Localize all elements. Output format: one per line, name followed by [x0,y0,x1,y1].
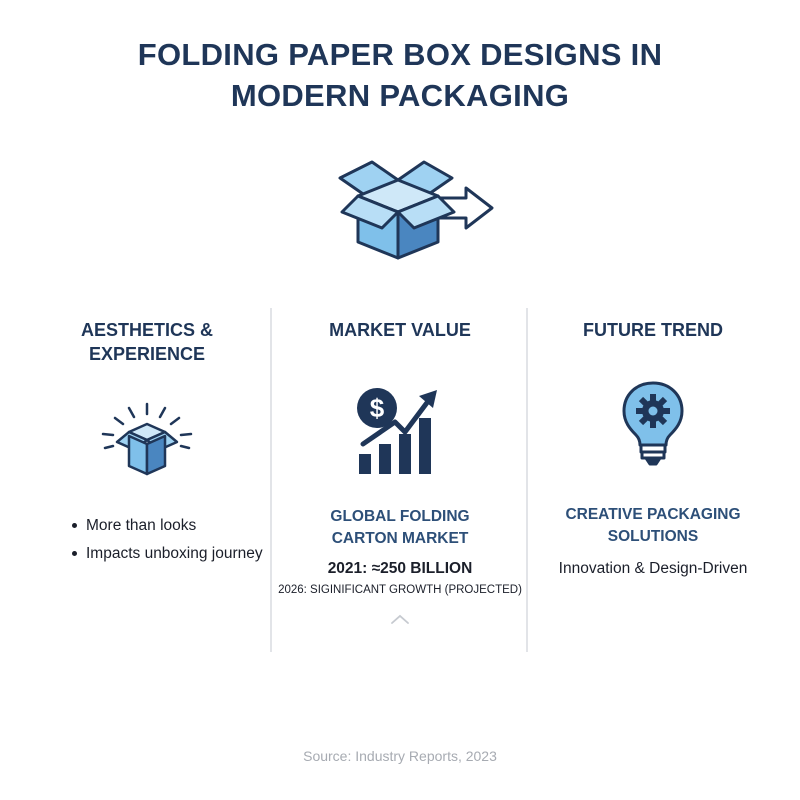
title-line-1: FOLDING PAPER BOX DESIGNS IN [137,37,663,72]
column-future-trend: FUTURE TREND CREATIVE PACKAGING SOLUTION… [528,318,778,580]
list-item: Impacts unboxing journey [72,540,272,568]
column-aesthetics: AESTHETICS & EXPERIENCE More than looks … [22,318,272,568]
open-box-arrow-icon [338,160,494,260]
lightbulb-gear-icon [622,381,684,466]
aesthetics-heading-line-1: AESTHETICS & [80,320,213,340]
market-heading: MARKET VALUE [329,320,471,340]
column-divider-left [270,308,272,652]
future-heading: FUTURE TREND [583,320,723,340]
aesthetics-heading-line-2: EXPERIENCE [88,344,206,364]
future-subheading: CREATIVE PACKAGING SOLUTIONS [528,504,778,548]
future-description: Innovation & Design-Driven [558,560,748,577]
page-title: FOLDING PAPER BOX DESIGNS IN MODERN PACK… [0,34,800,116]
source-note: Source: Industry Reports, 2023 [303,748,497,764]
market-subheading: GLOBAL FOLDING CARTON MARKET [275,506,525,550]
future-subheading-line-2: SOLUTIONS [607,528,699,545]
chevron-up-icon [391,614,409,624]
market-value-2021: 2021: ≈250 BILLION [327,560,473,577]
column-market-value: MARKET VALUE $ GLOBAL FOLDING CARTON MAR… [275,318,525,624]
list-item: More than looks [72,512,272,540]
svg-text:$: $ [370,393,385,423]
future-subheading-line-1: CREATIVE PACKAGING [565,506,741,523]
sparkling-box-icon [101,402,193,476]
dollar-growth-chart-icon: $ [357,388,437,474]
market-subheading-line-2: CARTON MARKET [331,530,469,547]
market-value-2026: 2026: SIGINIFICANT GROWTH (PROJECTED) [278,584,522,596]
column-divider-right [526,308,528,652]
aesthetics-bullets: More than looks Impacts unboxing journey [72,512,272,568]
market-subheading-line-1: GLOBAL FOLDING [330,508,470,525]
title-line-2: MODERN PACKAGING [230,78,570,113]
aesthetics-heading: AESTHETICS & EXPERIENCE [67,318,227,366]
